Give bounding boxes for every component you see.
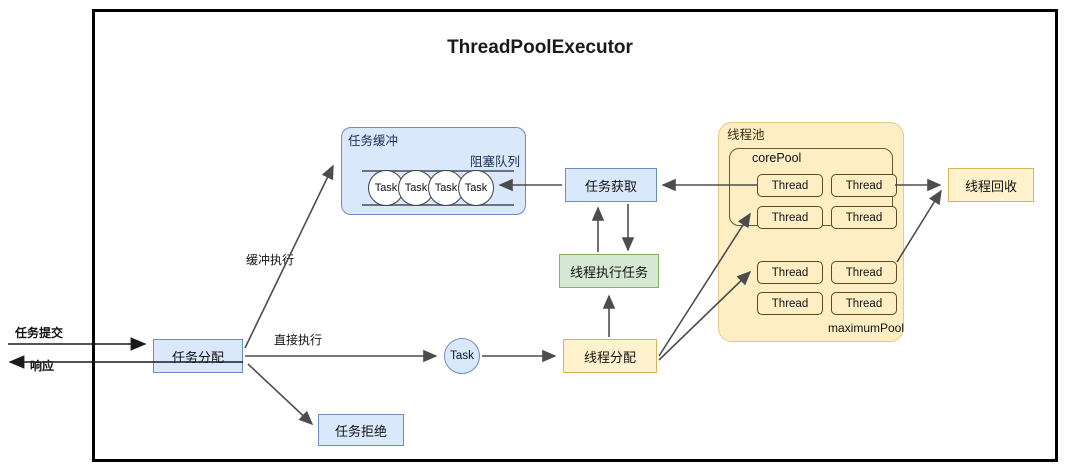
maximum-thread-box: Thread	[831, 292, 897, 315]
task-reject-box: 任务拒绝	[318, 414, 404, 446]
label-response: 响应	[30, 359, 55, 373]
core-thread-box: Thread	[831, 174, 897, 197]
edge-label-buffer-exec: 缓冲执行	[246, 253, 295, 267]
task-buffer-label: 任务缓冲	[348, 133, 399, 148]
core-thread-box: Thread	[831, 206, 897, 229]
edge-label-direct-exec: 直接执行	[274, 333, 323, 347]
core-thread-box: Thread	[757, 206, 823, 229]
queue-task-item: Task	[458, 170, 494, 206]
maximum-thread-box: Thread	[757, 292, 823, 315]
page-title: ThreadPoolExecutor	[447, 37, 633, 58]
task-assign-box: 任务分配	[153, 339, 243, 373]
blocking-queue-label: 阻塞队列	[469, 154, 520, 169]
maximum-thread-box: Thread	[831, 261, 897, 284]
thread-recycle-box: 线程回收	[948, 168, 1034, 202]
thread-execute-task-box: 线程执行任务	[559, 254, 659, 288]
maximum-thread-box: Thread	[757, 261, 823, 284]
task-fetch-box: 任务获取	[565, 168, 657, 202]
task-circle: Task	[444, 338, 480, 374]
diagram-outer-frame	[92, 9, 1058, 462]
label-task-submit: 任务提交	[15, 326, 64, 340]
thread-pool-label: 线程池	[727, 127, 765, 142]
core-thread-box: Thread	[757, 174, 823, 197]
queue-bottom-rail	[362, 204, 514, 206]
core-pool-label: corePool	[752, 151, 802, 165]
thread-allocate-box: 线程分配	[563, 339, 657, 373]
maximum-pool-label: maximumPool	[828, 321, 905, 335]
